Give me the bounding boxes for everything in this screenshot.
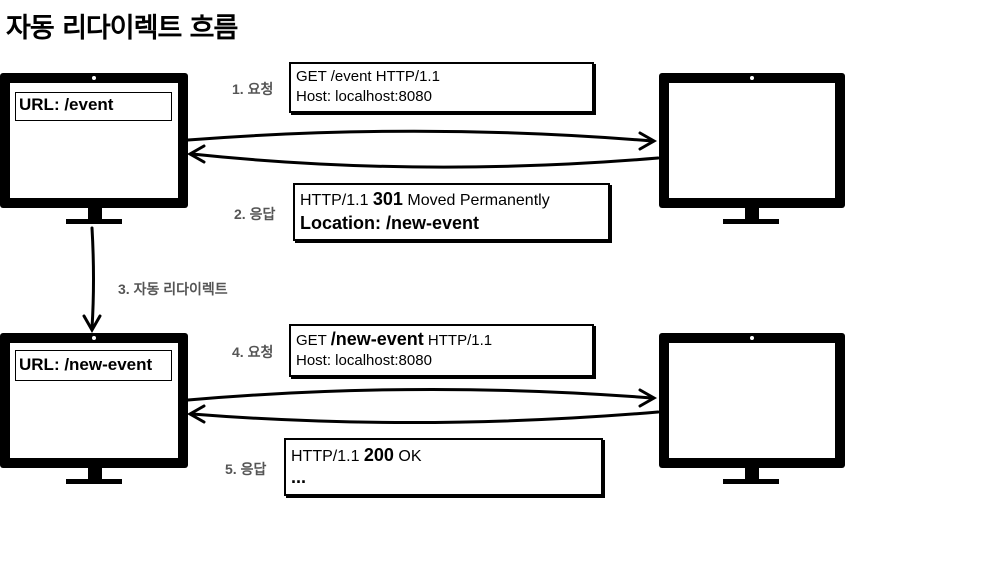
arrow-response-bottom xyxy=(190,410,660,425)
request-path: /new-event xyxy=(330,329,424,349)
request-version: HTTP/1.1 xyxy=(423,332,493,349)
camera-dot xyxy=(750,76,754,80)
arrow-request-bottom xyxy=(186,387,654,402)
status-line-prefix: HTTP/1.1 xyxy=(291,448,364,465)
url-bar-top[interactable]: URL: /event xyxy=(15,92,172,121)
arrow-redirect xyxy=(90,226,95,330)
request-method: GET xyxy=(296,332,331,349)
server-monitor-bottom xyxy=(659,333,845,485)
status-reason: OK xyxy=(393,448,422,465)
step-label-1: 1. 요청 xyxy=(232,81,274,97)
status-code: 301 xyxy=(372,189,403,209)
step-label-2: 2. 응답 xyxy=(234,206,276,222)
arrow-request-top xyxy=(186,129,654,143)
status-code: 200 xyxy=(363,445,394,465)
server-monitor-top xyxy=(659,73,845,225)
status-line-prefix: HTTP/1.1 xyxy=(300,192,373,209)
location-header: Location: /new-event xyxy=(300,213,480,233)
status-reason: Moved Permanently xyxy=(402,192,550,209)
step-label-5: 5. 응답 xyxy=(225,461,267,477)
camera-dot xyxy=(750,336,754,340)
step-label-3: 3. 자동 리다이렉트 xyxy=(118,281,228,297)
request-line: GET /event HTTP/1.1 xyxy=(296,68,440,85)
response-box-1: HTTP/1.1 301 Moved Permanently Location:… xyxy=(293,183,610,241)
request-box-2: GET /new-event HTTP/1.1 Host: localhost:… xyxy=(289,324,594,377)
diagram-title: 자동 리다이렉트 흐름 xyxy=(6,13,238,44)
host-header: Host: localhost:8080 xyxy=(296,88,432,105)
host-header: Host: localhost:8080 xyxy=(296,352,432,369)
camera-dot xyxy=(92,76,96,80)
camera-dot xyxy=(92,336,96,340)
step-label-4: 4. 요청 xyxy=(232,344,274,360)
url-bar-bottom[interactable]: URL: /new-event xyxy=(15,350,172,381)
response-box-2: HTTP/1.1 200 OK ... xyxy=(284,438,603,496)
arrow-response-top xyxy=(190,152,660,169)
body-ellipsis: ... xyxy=(291,467,307,487)
request-box-1: GET /event HTTP/1.1 Host: localhost:8080 xyxy=(289,62,594,113)
